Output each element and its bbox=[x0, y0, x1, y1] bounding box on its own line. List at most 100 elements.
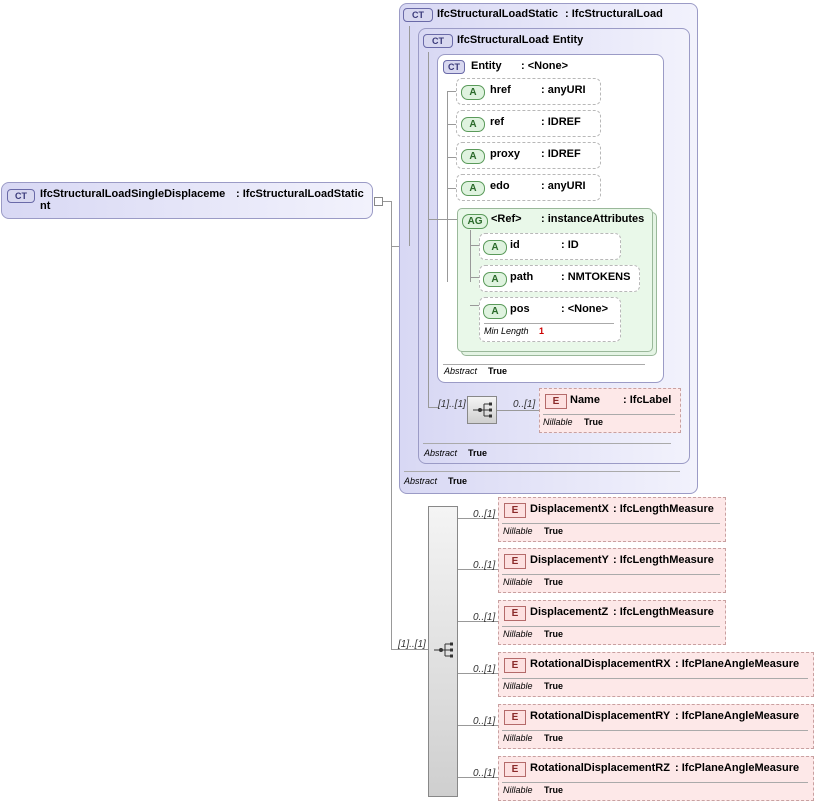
element-name-label: DisplacementZ bbox=[530, 606, 609, 618]
cardinality-label: 0..[1] bbox=[473, 509, 496, 520]
nillable-value: True bbox=[544, 629, 564, 639]
nillable-label: Nillable bbox=[503, 785, 533, 795]
element-icon: E bbox=[545, 394, 567, 409]
attribute-icon: A bbox=[461, 85, 485, 100]
ct-entity-type: : <None> bbox=[521, 60, 569, 72]
min-length-label: Min Length bbox=[484, 326, 529, 336]
cardinality-label: 0..[1] bbox=[473, 612, 496, 623]
element-displacementx[interactable]: E DisplacementX : IfcLengthMeasure Nilla… bbox=[498, 497, 726, 542]
nillable-value: True bbox=[544, 733, 564, 743]
element-icon: E bbox=[504, 554, 526, 569]
attribute-icon: A bbox=[483, 240, 507, 255]
ct-load-name: IfcStructuralLoad bbox=[457, 34, 549, 46]
sequence-compositor[interactable] bbox=[467, 396, 497, 424]
attribute-id[interactable]: A id : ID bbox=[479, 233, 621, 260]
nillable-label: Nillable bbox=[503, 526, 533, 536]
element-type: : IfcPlaneAngleMeasure bbox=[675, 762, 800, 774]
attribute-name: id bbox=[510, 239, 520, 251]
nillable-label: Nillable bbox=[503, 629, 533, 639]
cardinality-label: [1]..[1] bbox=[438, 399, 466, 410]
element-type: : IfcLengthMeasure bbox=[613, 606, 714, 618]
attribute-name: href bbox=[490, 84, 511, 96]
complex-type-icon: CT bbox=[423, 34, 453, 48]
cardinality-label: [1]..[1] bbox=[398, 639, 426, 650]
cardinality-label: 0..[1] bbox=[473, 664, 496, 675]
cardinality-label: 0..[1] bbox=[473, 768, 496, 779]
expand-toggle-icon[interactable] bbox=[374, 197, 383, 206]
element-type: : IfcLabel bbox=[623, 394, 672, 406]
element-type: : IfcPlaneAngleMeasure bbox=[675, 710, 800, 722]
cardinality-label: 0..[1] bbox=[513, 399, 536, 410]
complex-type-icon: CT bbox=[443, 60, 465, 74]
element-rotationaldisplacementrx[interactable]: E RotationalDisplacementRX : IfcPlaneAng… bbox=[498, 652, 814, 697]
attribute-icon: A bbox=[483, 304, 507, 319]
element-rotationaldisplacementry[interactable]: E RotationalDisplacementRY : IfcPlaneAng… bbox=[498, 704, 814, 749]
attribute-type: : anyURI bbox=[541, 180, 586, 192]
complex-type-icon: CT bbox=[403, 8, 433, 22]
element-displacementy[interactable]: E DisplacementY : IfcLengthMeasure Nilla… bbox=[498, 548, 726, 593]
attribute-group-type: : instanceAttributes bbox=[541, 213, 645, 225]
element-type: : IfcLengthMeasure bbox=[613, 554, 714, 566]
attribute-icon: A bbox=[461, 117, 485, 132]
element-icon: E bbox=[504, 503, 526, 518]
attribute-group-name: <Ref> bbox=[491, 213, 522, 225]
abstract-label: Abstract bbox=[444, 366, 478, 376]
ct-load-type: : Entity bbox=[546, 34, 584, 46]
attribute-type: : ID bbox=[561, 239, 579, 251]
cardinality-label: 0..[1] bbox=[473, 560, 496, 571]
attribute-icon: A bbox=[461, 149, 485, 164]
nillable-label: Nillable bbox=[503, 577, 533, 587]
attribute-href[interactable]: A href : anyURI bbox=[456, 78, 601, 105]
element-name-label: RotationalDisplacementRX bbox=[530, 658, 671, 670]
root-complex-type[interactable]: CT IfcStructuralLoadSingleDisplaceme nt … bbox=[1, 182, 373, 219]
element-icon: E bbox=[504, 762, 526, 777]
attribute-path[interactable]: A path : NMTOKENS bbox=[479, 265, 640, 292]
complex-type-icon: CT bbox=[7, 189, 35, 203]
element-icon: E bbox=[504, 658, 526, 673]
element-rotationaldisplacementrz[interactable]: E RotationalDisplacementRZ : IfcPlaneAng… bbox=[498, 756, 814, 801]
element-name-label: RotationalDisplacementRZ bbox=[530, 762, 670, 774]
attribute-type: : anyURI bbox=[541, 84, 586, 96]
ct-entity-name: Entity bbox=[471, 60, 502, 72]
attribute-icon: A bbox=[483, 272, 507, 287]
ct-static-type: : IfcStructuralLoad bbox=[565, 8, 663, 20]
abstract-value: True bbox=[468, 448, 488, 458]
element-icon: E bbox=[504, 710, 526, 725]
attribute-type: : <None> bbox=[561, 303, 609, 315]
sequence-icon bbox=[434, 642, 453, 658]
element-icon: E bbox=[504, 606, 526, 621]
attribute-group-icon: AG bbox=[462, 214, 488, 229]
element-type: : IfcLengthMeasure bbox=[613, 503, 714, 515]
attribute-icon: A bbox=[461, 181, 485, 196]
abstract-label: Abstract bbox=[404, 476, 438, 486]
sequence-compositor[interactable] bbox=[428, 506, 458, 797]
nillable-label: Nillable bbox=[503, 681, 533, 691]
min-length-value: 1 bbox=[539, 326, 545, 336]
sequence-icon bbox=[473, 402, 492, 418]
attribute-name: pos bbox=[510, 303, 530, 315]
nillable-value: True bbox=[544, 785, 564, 795]
root-name-line2: nt bbox=[40, 200, 51, 212]
root-type: : IfcStructuralLoadStatic bbox=[236, 188, 364, 200]
attribute-edo[interactable]: A edo : anyURI bbox=[456, 174, 601, 201]
element-displacementz[interactable]: E DisplacementZ : IfcLengthMeasure Nilla… bbox=[498, 600, 726, 645]
element-name-label: DisplacementY bbox=[530, 554, 609, 566]
attribute-name: edo bbox=[490, 180, 510, 192]
attribute-type: : NMTOKENS bbox=[561, 271, 631, 283]
attribute-ref[interactable]: A ref : IDREF bbox=[456, 110, 601, 137]
attribute-name: ref bbox=[490, 116, 505, 128]
attribute-type: : IDREF bbox=[541, 148, 581, 160]
attribute-type: : IDREF bbox=[541, 116, 581, 128]
attribute-name: proxy bbox=[490, 148, 520, 160]
nillable-label: Nillable bbox=[543, 417, 573, 427]
element-name-label: DisplacementX bbox=[530, 503, 609, 515]
attribute-proxy[interactable]: A proxy : IDREF bbox=[456, 142, 601, 169]
attribute-pos[interactable]: A pos : <None> Min Length 1 bbox=[479, 297, 621, 342]
cardinality-label: 0..[1] bbox=[473, 716, 496, 727]
nillable-value: True bbox=[584, 417, 604, 427]
nillable-label: Nillable bbox=[503, 733, 533, 743]
attribute-name: path bbox=[510, 271, 534, 283]
element-name[interactable]: E Name : IfcLabel Nillable True bbox=[539, 388, 681, 433]
ct-static-name: IfcStructuralLoadStatic bbox=[437, 8, 559, 20]
element-name-label: Name bbox=[570, 394, 600, 406]
